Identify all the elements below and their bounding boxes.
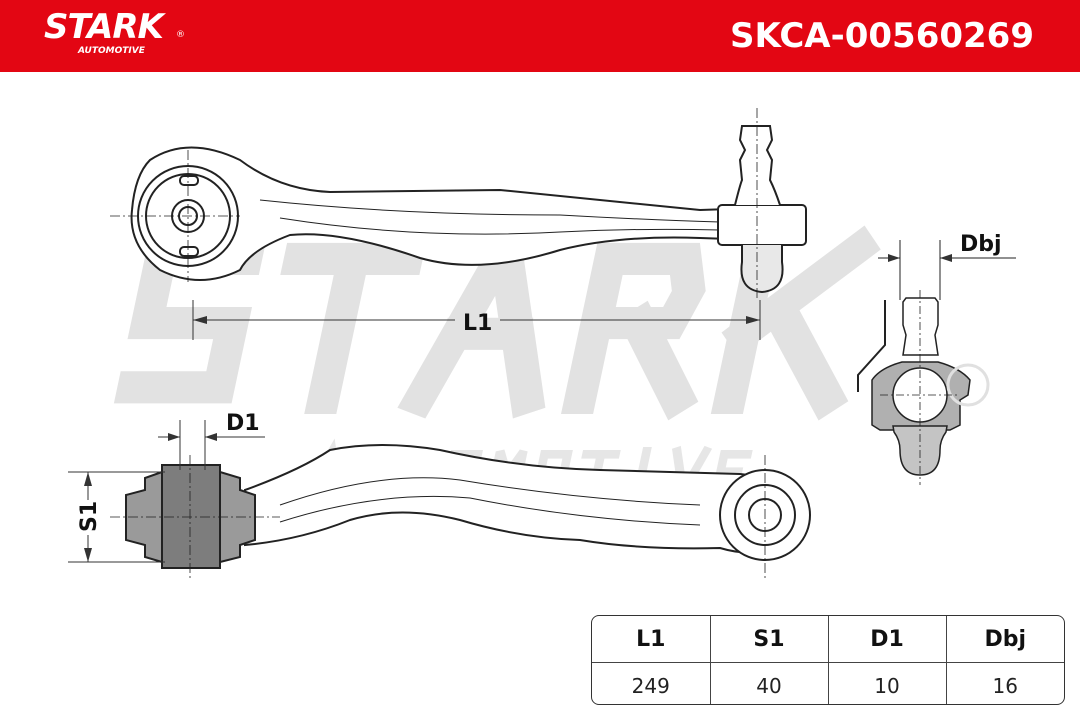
spec-header-d1: D1 <box>827 616 947 663</box>
l1-label: L1 <box>463 311 492 336</box>
logo-registered: ® <box>176 30 185 40</box>
spec-value-d1: 10 <box>827 662 947 704</box>
watermark-letter <box>560 242 706 421</box>
spec-table: L1 S1 D1 Dbj 249 40 10 16 <box>591 615 1065 705</box>
s1-label: S1 <box>77 501 102 532</box>
control-arm-top-view <box>110 108 807 300</box>
stark-logo: STARK ® AUTOMOTIVE <box>44 7 185 56</box>
control-arm-side-view <box>110 444 811 580</box>
header-bar: STARK ® AUTOMOTIVE SKCA-00560269 <box>0 0 1080 72</box>
ball-joint-detail <box>857 240 1016 485</box>
part-number: SKCA-00560269 <box>730 16 1034 56</box>
spec-header-row: L1 S1 D1 Dbj <box>592 616 1064 663</box>
spec-header-dbj: Dbj <box>945 616 1064 663</box>
spec-value-row: 249 40 10 16 <box>592 662 1064 704</box>
spec-value-dbj: 16 <box>945 662 1064 704</box>
spec-header-l1: L1 <box>592 616 711 663</box>
watermark-letter <box>280 242 427 415</box>
logo-brand: STARK <box>44 7 164 47</box>
d1-label: D1 <box>226 411 260 436</box>
spec-value-l1: 249 <box>592 662 711 704</box>
spec-header-s1: S1 <box>709 616 829 663</box>
dimension-l1 <box>192 300 761 340</box>
spec-value-s1: 40 <box>709 662 829 704</box>
logo-subtitle: AUTOMOTIVE <box>78 46 145 56</box>
dbj-label: Dbj <box>960 232 1002 257</box>
dimension-d1 <box>158 420 265 470</box>
dimension-s1 <box>68 471 165 563</box>
